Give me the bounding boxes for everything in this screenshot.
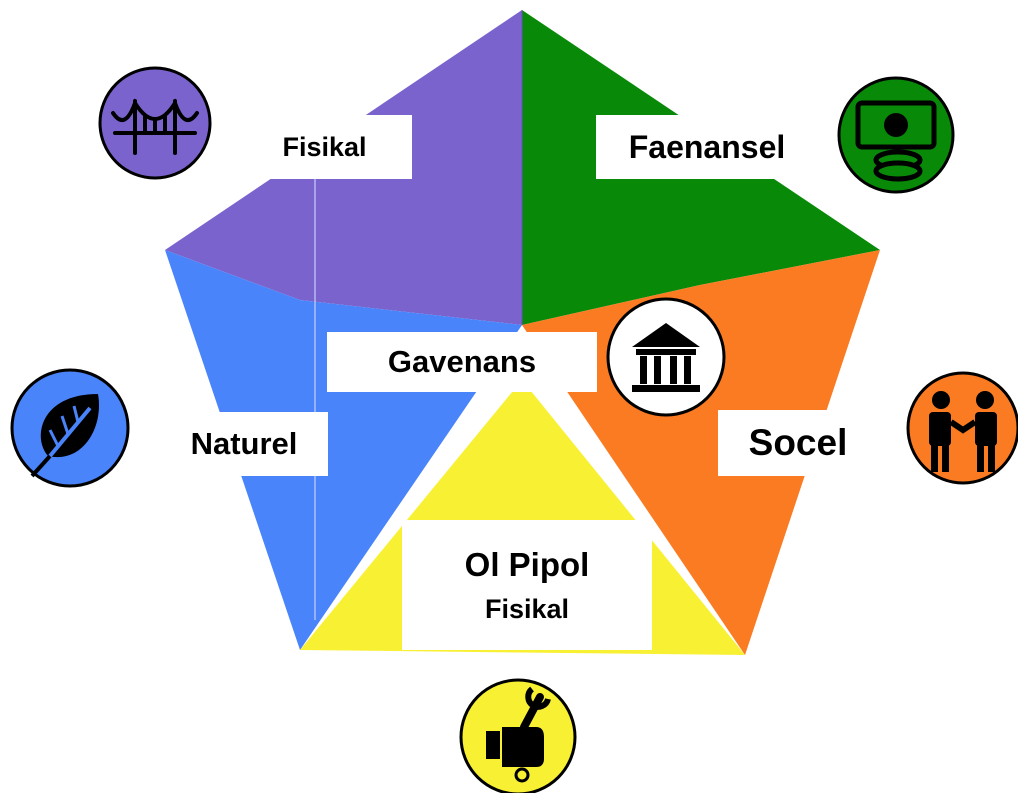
label-faenansel: Faenansel (596, 115, 818, 179)
label-faenansel-text: Faenansel (628, 128, 786, 165)
bridge-icon (98, 66, 212, 180)
label-ol-pipol-subtext: Fisikal (484, 593, 570, 624)
leaf-icon (10, 368, 130, 488)
label-socel-text: Socel (748, 422, 848, 463)
label-naturel: Naturel (160, 412, 328, 476)
label-gavenans: Gavenans (327, 332, 597, 392)
bank-icon (606, 297, 726, 417)
money-icon (837, 76, 955, 194)
label-gavenans-text: Gavenans (387, 344, 537, 379)
tool-hand-icon (459, 678, 577, 796)
label-ol-pipol: Ol Pipol Fisikal (402, 520, 652, 650)
handshake-icon (906, 371, 1018, 485)
label-ol-pipol-text: Ol Pipol (464, 545, 590, 583)
label-fisikal: Fisikal (237, 115, 412, 179)
label-fisikal-text: Fisikal (282, 131, 367, 162)
label-socel: Socel (718, 410, 878, 476)
label-naturel-text: Naturel (190, 426, 298, 461)
